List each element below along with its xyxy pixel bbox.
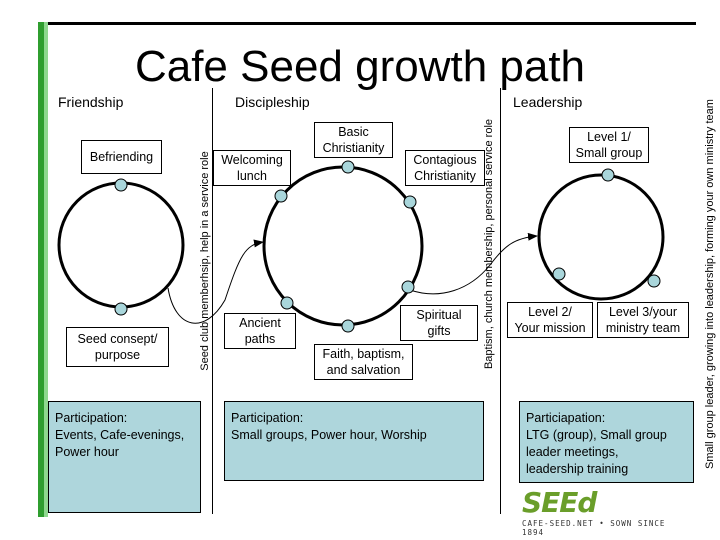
column-heading-discipleship: Discipleship (235, 94, 310, 110)
panel-discipleship-participation: Participation: Small groups, Power hour,… (224, 401, 484, 481)
panel-friendship-participation: Participation: Events, Cafe-evenings, Po… (48, 401, 201, 513)
node-ancient-paths (280, 296, 294, 310)
left-accent-bar (38, 22, 44, 517)
column-divider-right (500, 88, 501, 514)
box-level3-ministry-team: Level 3/your ministry team (597, 302, 689, 338)
box-level1-small-group: Level 1/ Small group (569, 127, 649, 163)
node-seed-consept (114, 302, 128, 316)
top-rule (38, 22, 696, 25)
page-title: Cafe Seed growth path (134, 42, 586, 91)
box-ancient-paths: Ancient paths (224, 313, 296, 349)
left-accent-bar-light (44, 22, 48, 517)
friendship-cycle-circle (57, 181, 185, 309)
vertical-label-middle: Baptism, church membership, personal ser… (483, 118, 495, 370)
node-contagious-christianity (403, 195, 417, 209)
column-divider-left (212, 88, 213, 514)
box-befriending: Befriending (81, 140, 162, 174)
box-spiritual-gifts: Spiritual gifts (400, 305, 478, 341)
box-contagious-christianity: Contagious Christianity (405, 150, 485, 186)
arrow-discipleship-to-leadership (409, 232, 538, 295)
box-faith-baptism: Faith, baptism, and salvation (314, 344, 413, 380)
node-level2 (552, 267, 566, 281)
box-seed-consept: Seed consept/ purpose (66, 327, 169, 367)
cafe-seed-logo: SEEd CAFE-SEED.NET • SOWN SINCE 1894 (522, 486, 666, 537)
box-welcoming-lunch: Welcoming lunch (213, 150, 291, 186)
box-basic-christianity: Basic Christianity (314, 122, 393, 158)
column-heading-friendship: Friendship (58, 94, 124, 110)
node-level1 (601, 168, 615, 182)
node-level3 (647, 274, 661, 288)
arrow-friendship-to-discipleship (167, 239, 264, 324)
node-basic-christianity (341, 160, 355, 174)
vertical-label-right: Small group leader, growing into leaders… (704, 99, 716, 469)
node-welcoming-lunch (274, 189, 288, 203)
column-heading-leadership: Leadership (513, 94, 583, 110)
box-level2-your-mission: Level 2/ Your mission (507, 302, 593, 338)
node-befriending (114, 178, 128, 192)
node-faith-baptism (341, 319, 355, 333)
node-spiritual-gifts (401, 280, 415, 294)
leadership-cycle-circle (537, 173, 665, 301)
panel-leadership-participation: Particiapation: LTG (group), Small group… (519, 401, 694, 483)
vertical-label-left: Seed club memberhsip, help in a service … (199, 151, 211, 371)
